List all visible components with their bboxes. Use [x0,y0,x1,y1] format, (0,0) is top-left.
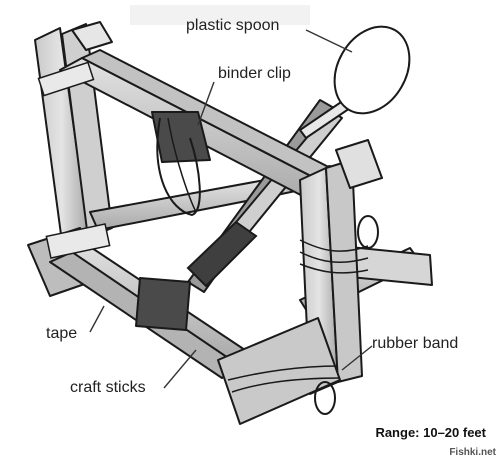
rubber-band-wraps [227,215,379,415]
binder-clip-top [151,111,211,216]
watermark: Fishki.net [449,447,496,458]
leader-lines [89,29,373,389]
label-craft-sticks: craft sticks [70,379,146,396]
front-right-post [217,139,383,425]
label-binder-clip: binder clip [218,65,291,82]
tape-left [37,61,111,259]
label-rubber-band: rubber band [372,335,459,352]
label-plastic-spoon: plastic spoon [186,17,280,34]
top-background-strip [130,5,310,25]
label-tape: tape [46,325,78,342]
range-caption: Range: 10–20 feet [375,425,486,440]
binder-clip-base [135,277,191,331]
tube-binder [186,220,258,288]
